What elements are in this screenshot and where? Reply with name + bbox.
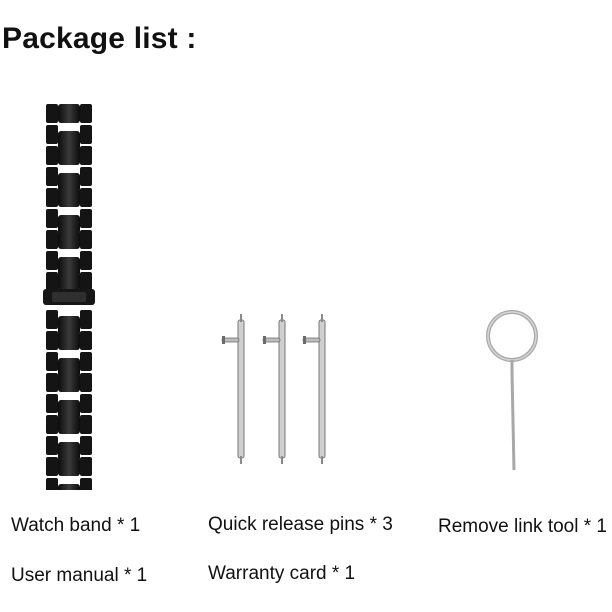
strap-link-outer [46, 352, 58, 371]
strap-link-outer [80, 457, 92, 476]
strap-link-outer [80, 272, 92, 291]
spring-bar-3 [302, 314, 326, 464]
page-title: Package list : [2, 22, 197, 55]
strap-link-outer [46, 457, 58, 476]
quick-release-pins-label: Quick release pins * 3 [208, 514, 393, 535]
strap-link-center [58, 484, 80, 503]
strap-link-outer [46, 373, 58, 392]
strap-link-outer [80, 373, 92, 392]
strap-link-center [58, 316, 80, 335]
strap-link-outer [80, 310, 92, 329]
watch-band-label: Watch band * 1 [11, 515, 141, 536]
strap-link-center [58, 257, 80, 276]
remove-link-tool-label: Remove link tool * 1 [438, 516, 607, 537]
strap-link-outer [46, 415, 58, 434]
strap-link-outer [46, 251, 58, 270]
quick-release-pins-image [212, 312, 340, 468]
user-manual-label: User manual * 1 [11, 565, 148, 586]
remove-link-tool-image [478, 306, 546, 472]
strap-link-outer [80, 436, 92, 455]
strap-link-center [58, 331, 80, 350]
strap-link-outer [46, 104, 58, 123]
warranty-card-label: Warranty card * 1 [208, 563, 356, 584]
strap-link-outer [80, 167, 92, 186]
strap-link-outer [46, 167, 58, 186]
strap-link-outer [46, 310, 58, 329]
strap-link-outer [46, 272, 58, 291]
strap-link-center [58, 230, 80, 249]
strap-link-outer [46, 436, 58, 455]
spring-bar-2 [262, 314, 286, 464]
strap-link-outer [80, 394, 92, 413]
strap-link-outer [80, 188, 92, 207]
strap-link-outer [46, 209, 58, 228]
strap-link-center [58, 358, 80, 377]
spring-bar-1 [221, 314, 245, 464]
strap-link-center [58, 415, 80, 434]
strap-link-outer [80, 415, 92, 434]
strap-link-center [58, 400, 80, 419]
strap-link-outer [46, 146, 58, 165]
strap-link-outer [46, 188, 58, 207]
strap-link-outer [80, 104, 92, 123]
strap-link-outer [46, 125, 58, 144]
strap-link-outer [80, 331, 92, 350]
strap-link-outer [80, 146, 92, 165]
strap-link-center [58, 188, 80, 207]
strap-link-center [58, 442, 80, 461]
strap-link-center [58, 131, 80, 150]
strap-link-outer [46, 331, 58, 350]
strap-link-outer [46, 394, 58, 413]
strap-link-center [58, 373, 80, 392]
strap-link-center [58, 146, 80, 165]
strap-link-outer [80, 230, 92, 249]
strap-link-outer [80, 125, 92, 144]
strap-link-outer [80, 209, 92, 228]
strap-link-center [58, 215, 80, 234]
strap-link-outer [46, 478, 58, 497]
strap-link-outer [80, 251, 92, 270]
watch-band-image [38, 100, 100, 503]
strap-link-outer [46, 230, 58, 249]
strap-link-center [58, 272, 80, 291]
strap-link-center [58, 457, 80, 476]
strap-link-center [58, 173, 80, 192]
strap-link-center [58, 104, 80, 123]
strap-link-outer [80, 352, 92, 371]
strap-link-outer [80, 478, 92, 497]
